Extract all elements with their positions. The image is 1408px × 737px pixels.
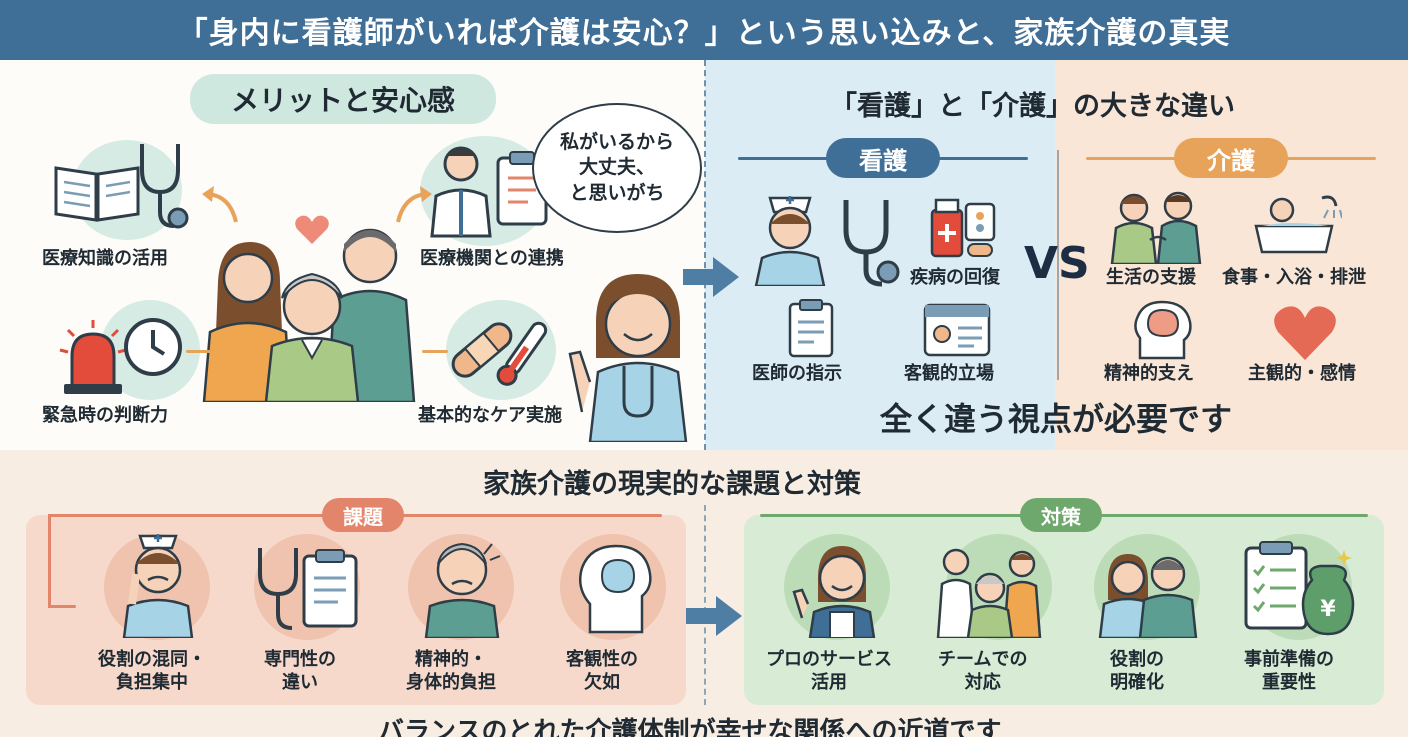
support-icon	[1110, 191, 1202, 264]
objective-id-icon	[923, 303, 991, 357]
issue-item-objectivity: 客観性の 欠如	[566, 649, 638, 694]
bottom-divider	[704, 505, 706, 705]
merit-connector-right	[422, 350, 448, 353]
stethoscope-clipboard-icon	[258, 548, 358, 630]
issue-item-burden: 精神的・ 身体的負担	[406, 649, 496, 694]
vs-label: VS	[1024, 238, 1090, 289]
nursing-item-objective: 客観的立場	[904, 363, 994, 384]
checklist-money-icon: ¥	[1244, 541, 1355, 636]
family-illustration	[202, 228, 416, 402]
issues-bracket	[48, 514, 51, 608]
measure-item-preparation: 事前準備の 重要性	[1244, 649, 1334, 694]
doctor-order-icon	[788, 299, 834, 358]
arrow-up-left-icon	[202, 186, 238, 223]
measure-item-team: チームでの 対応	[938, 649, 1028, 694]
book-icon	[54, 166, 140, 222]
merit-connector-left	[186, 350, 212, 353]
brain-icon	[1134, 300, 1192, 360]
arrow-up-right-icon	[396, 186, 432, 223]
nurse-illustration	[568, 274, 688, 442]
footer-text: バランスのとれた介護体制が幸せな関係への近道です	[378, 717, 1002, 737]
heart-icon	[1274, 306, 1336, 360]
professional-caregiver-icon	[792, 546, 876, 638]
page-title: 「身内に看護師がいれば介護は安心？」という思い込みと、家族介護の真実	[0, 0, 1408, 60]
thermometer-icon	[496, 321, 548, 386]
merit-title: メリットと安心感	[190, 74, 496, 124]
nursing-item-recovery: 疾病の回復	[910, 267, 1000, 288]
care-item-meal-bath: 食事・入浴・排泄	[1222, 267, 1366, 288]
siren-icon	[59, 320, 127, 394]
speech-bubble: 私がいるから 大丈夫、 と思いがち	[532, 103, 702, 233]
divider	[704, 60, 706, 450]
stethoscope-icon	[843, 200, 900, 287]
care-item-living-support: 生活の支援	[1106, 267, 1196, 288]
merit-item-basic-care: 基本的なケア実施	[418, 405, 562, 426]
arrow-right-icon	[686, 596, 742, 636]
issues-tag: 課題	[322, 498, 404, 532]
care-tag: 介護	[1174, 138, 1288, 178]
issues-bracket-foot	[48, 605, 76, 608]
arrow-right-icon	[683, 257, 739, 297]
svg-text:¥: ¥	[1320, 597, 1336, 622]
merit-item-coordination: 医療機関との連携	[420, 248, 564, 269]
family-pair-icon	[1098, 554, 1198, 638]
care-item-mental-support: 精神的支え	[1104, 363, 1194, 384]
speech-text: 私がいるから 大丈夫、 と思いがち	[559, 130, 674, 204]
clock-icon	[124, 318, 182, 376]
medicine-icon	[930, 198, 996, 258]
bandage-icon	[451, 322, 513, 378]
doctor-icon	[430, 146, 492, 238]
tired-elder-icon	[424, 542, 501, 638]
care-item-subjective: 主観的・感情	[1248, 363, 1356, 384]
difference-note: 全く違う視点が必要です	[880, 400, 1233, 438]
nurse-icon	[754, 196, 826, 286]
heart-icon	[295, 215, 329, 244]
measure-item-pro-service: プロのサービス 活用	[766, 649, 892, 694]
bottom-title: 家族介護の現実的な課題と対策	[483, 469, 861, 500]
head-profile-icon	[579, 544, 652, 634]
nursing-item-doctor-order: 医師の指示	[752, 363, 842, 384]
merit-item-medical-knowledge: 医療知識の活用	[42, 248, 168, 269]
measure-item-role-clarity: 役割の 明確化	[1110, 649, 1164, 694]
vs-divider	[1057, 150, 1059, 380]
stethoscope-icon	[140, 144, 189, 229]
stressed-nurse-icon	[122, 534, 194, 638]
measures-tag: 対策	[1020, 498, 1102, 532]
bath-icon	[1254, 195, 1342, 254]
nursing-panel	[705, 60, 1055, 450]
issue-item-expertise: 専門性の 違い	[264, 649, 336, 694]
clipboard-icon	[496, 151, 548, 226]
issue-item-role-confusion: 役割の混同・ 負担集中	[98, 649, 206, 694]
team-icon	[936, 548, 1042, 638]
merit-item-emergency: 緊急時の判断力	[42, 405, 168, 426]
nursing-tag: 看護	[826, 138, 940, 178]
difference-title: 「看護」と「介護」の大きな違い	[830, 91, 1235, 122]
